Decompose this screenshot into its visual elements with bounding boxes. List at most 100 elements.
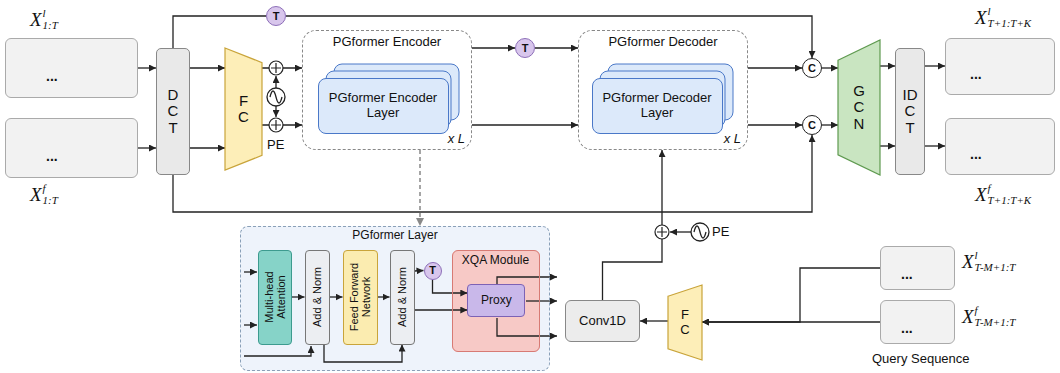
node-label: ...	[901, 267, 913, 281]
connector	[822, 124, 838, 125]
gcn-block: GCN	[838, 40, 880, 175]
encoder-layer: PGformer Encoder Layer	[318, 78, 449, 134]
layer-detail-panel: PGformer LayerMulti-head Attention Add & …	[240, 226, 550, 371]
connector	[433, 280, 468, 294]
node-label: FC	[236, 93, 251, 126]
node-label: FC	[679, 308, 692, 337]
skeleton-sequence: ...	[880, 300, 955, 344]
node-label: Add & Norm	[396, 254, 408, 341]
node-label: ...	[46, 69, 58, 83]
concat-op: C	[802, 115, 822, 135]
drawing-part	[655, 225, 669, 239]
math-symbol: XlT-M+1:T	[962, 250, 1015, 273]
connector	[535, 47, 578, 48]
index-stack: fT-M+1:T	[975, 305, 1016, 328]
connector	[419, 150, 421, 226]
index-stack: fT+1:T+K	[988, 183, 1032, 206]
math-symbol: XlT+1:T+K	[975, 6, 1031, 29]
connector	[173, 16, 266, 48]
index-stack: lT+1:T+K	[988, 6, 1032, 29]
subscript: T+1:T+K	[988, 18, 1032, 30]
concat-op: C	[802, 58, 822, 78]
add-norm-block: Add & Norm	[390, 250, 415, 345]
connector	[748, 67, 802, 68]
subscript: T-M+1:T	[975, 262, 1016, 274]
drawing-part	[691, 223, 709, 241]
trapezoid-fill	[668, 285, 702, 360]
superscript: f	[43, 183, 58, 195]
drawing-part	[526, 300, 557, 301]
subscript: 1:T	[43, 20, 58, 32]
node-label: Conv1D	[575, 312, 630, 331]
proxy-block: Proxy	[467, 284, 525, 317]
plain-label: PE	[267, 138, 284, 152]
drawing-part	[657, 227, 667, 237]
dct-block: DCT	[156, 48, 190, 175]
drawing-part	[269, 118, 283, 132]
drawing-part	[275, 76, 276, 88]
fc-layer: FC	[668, 285, 702, 360]
connector	[880, 65, 895, 66]
transpose-op: T	[515, 38, 535, 58]
node-label: DCT	[166, 87, 181, 137]
node-label: ...	[46, 149, 58, 163]
connector	[640, 320, 668, 321]
math-variable: X	[30, 185, 42, 204]
connector	[138, 67, 156, 68]
trapezoid-fill	[225, 48, 262, 170]
connector	[378, 296, 390, 297]
drawing-part	[269, 61, 283, 75]
connector	[925, 65, 945, 66]
conv1d-block: Conv1D	[565, 300, 640, 342]
node-label: T	[522, 42, 529, 55]
transpose-op: T	[266, 6, 286, 26]
drawing-part	[244, 324, 257, 325]
fc-layer: FC	[225, 48, 262, 170]
plain-label: PE	[712, 225, 729, 239]
connector	[324, 345, 402, 363]
node-label: C	[808, 62, 816, 75]
drawing-part	[269, 61, 283, 75]
math-symbol: Xf1:T	[30, 183, 58, 206]
node-label: PGformer Encoder Layer	[319, 89, 448, 123]
math-variable: X	[962, 252, 974, 271]
math-symbol: XfT-M+1:T	[962, 305, 1015, 328]
drawing-part	[275, 106, 276, 117]
node-label: GCN	[852, 83, 867, 133]
connector	[415, 270, 424, 272]
skeleton-sequence: ...	[880, 246, 955, 290]
panel-ground	[240, 226, 550, 371]
plain-label: Query Sequence	[872, 352, 970, 366]
connector	[603, 150, 663, 300]
group-title: PGformer Layer	[241, 229, 549, 242]
group-title: XQA Module	[453, 254, 539, 267]
subscript: T-M+1:T	[975, 317, 1016, 329]
drawing-part	[691, 223, 709, 241]
skeleton-sequence: ...	[945, 118, 1055, 175]
node-label: Proxy	[477, 292, 516, 310]
xqa-module: XQA ModuleProxy	[452, 250, 540, 352]
connector	[925, 145, 945, 146]
superscript: f	[988, 183, 1032, 195]
skeleton-sequence: ...	[945, 38, 1055, 95]
connector	[190, 67, 225, 68]
connector	[748, 124, 802, 125]
connector	[702, 321, 880, 322]
node-label: x L	[448, 132, 465, 146]
encoder-group: PGformer Encoderx LPGformer Encoder Laye…	[302, 30, 472, 150]
decoder-group: PGformer Decoderx LPGformer Decoder Laye…	[578, 30, 748, 150]
node-label: C	[808, 119, 816, 132]
node-label: ...	[970, 147, 982, 161]
index-stack: f1:T	[43, 183, 58, 206]
drawing-part	[670, 231, 691, 232]
connector	[702, 268, 880, 322]
connector	[173, 135, 812, 212]
drawing-part	[497, 318, 557, 336]
node-label: T	[273, 10, 280, 23]
connector	[138, 147, 156, 148]
attention-block: Multi-head Attention	[258, 250, 292, 345]
subscript: 1:T	[43, 195, 58, 207]
connector	[472, 124, 578, 125]
drawing-part	[271, 120, 281, 130]
